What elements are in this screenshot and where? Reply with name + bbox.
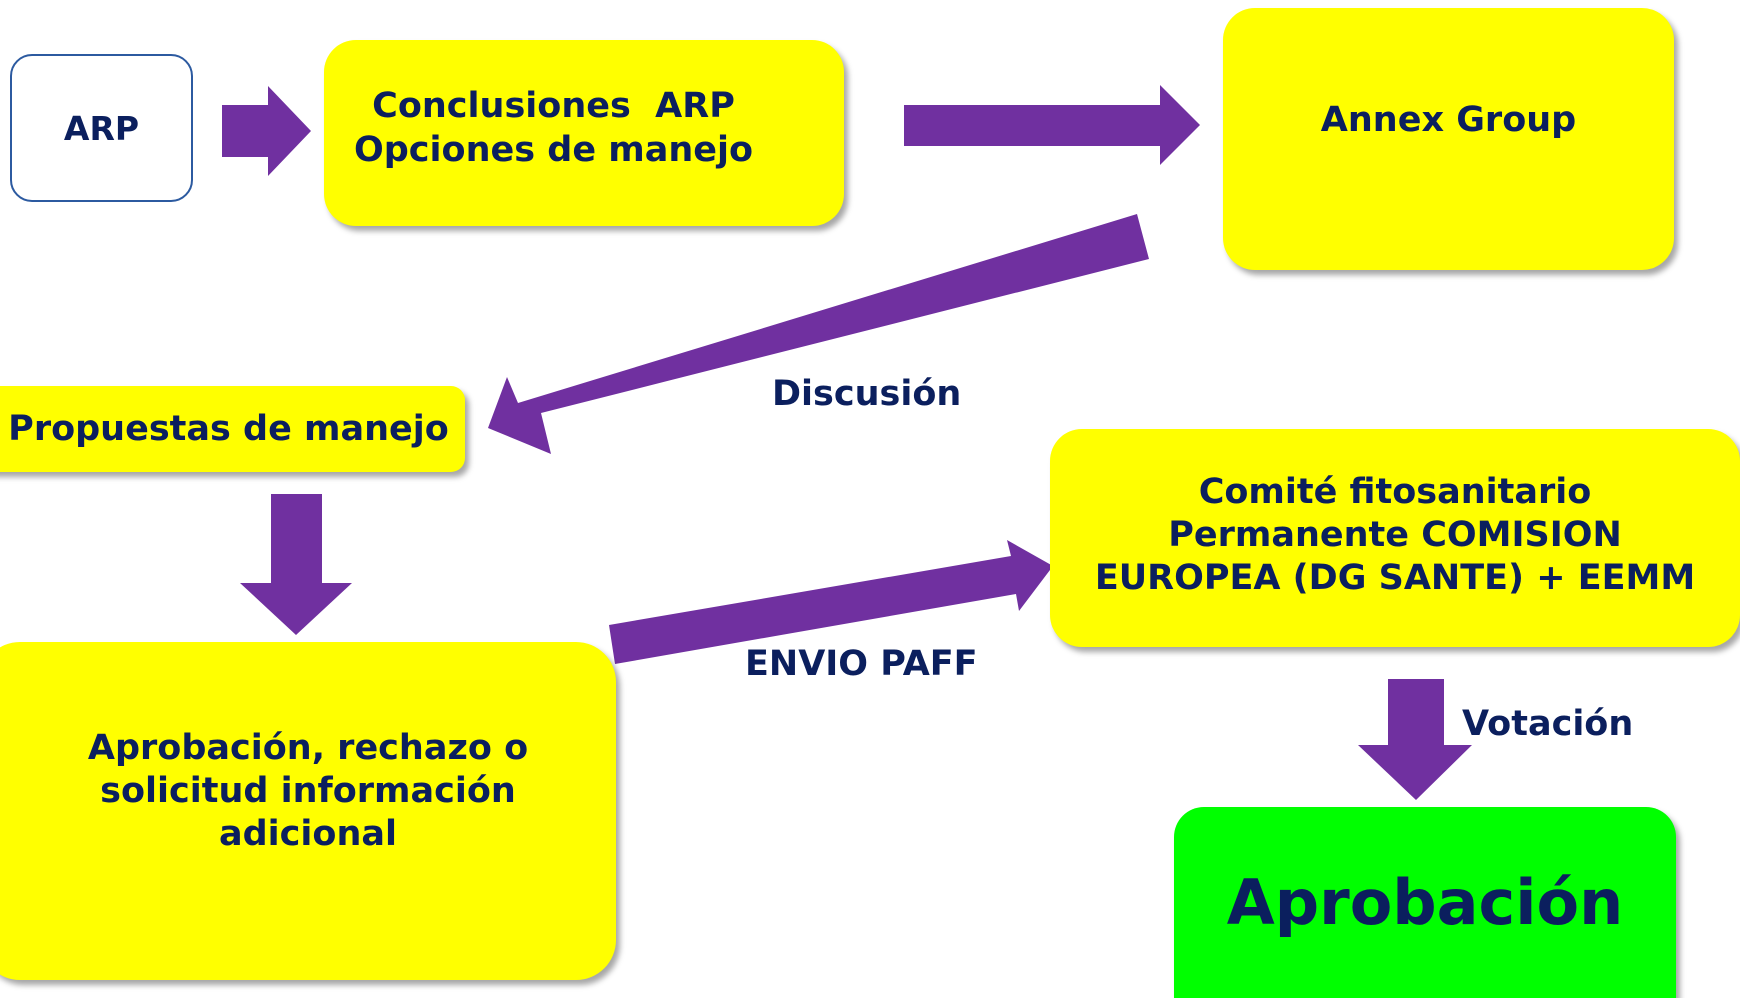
arrow-propuestas-to-decision xyxy=(240,494,352,635)
node-comite: Comité fitosanitario Permanente COMISION… xyxy=(1050,429,1740,647)
node-aprobacion: Aprobación xyxy=(1174,807,1676,998)
node-comite-line3: EUROPEA (DG SANTE) + EEMM xyxy=(1094,557,1696,598)
node-arp: ARP xyxy=(10,54,193,202)
edge-label-discusion: Discusión xyxy=(772,374,962,414)
node-annex-group-label: Annex Group xyxy=(1320,100,1577,140)
node-propuestas-label: Propuestas de manejo xyxy=(8,409,449,449)
node-propuestas: Propuestas de manejo xyxy=(0,386,465,472)
node-conclusiones: Conclusiones ARP Opciones de manejo xyxy=(324,40,844,226)
node-comite-line1: Comité fitosanitario xyxy=(1198,471,1592,512)
arrow-arp-to-conclusiones xyxy=(222,86,311,176)
arrow-comite-to-aprobacion xyxy=(1358,679,1472,800)
node-conclusiones-line1: Conclusiones ARP xyxy=(372,86,735,126)
edge-label-votacion: Votación xyxy=(1462,704,1634,744)
node-decision-line1: Aprobación, rechazo o xyxy=(87,727,529,768)
node-annex-group: Annex Group xyxy=(1223,8,1674,270)
node-aprobacion-label: Aprobación xyxy=(1226,866,1624,939)
node-decision-line3: adicional xyxy=(218,813,397,854)
arrow-conclusiones-to-annex xyxy=(904,85,1200,165)
node-arp-label: ARP xyxy=(63,108,140,148)
node-conclusiones-line2: Opciones de manejo xyxy=(354,130,754,170)
arrow-decision-to-comite xyxy=(609,540,1053,664)
edge-label-envio-paff: ENVIO PAFF xyxy=(745,644,978,684)
node-decision: Aprobación, rechazo o solicitud informac… xyxy=(0,642,616,980)
arrow-annex-to-propuestas xyxy=(488,214,1149,454)
node-decision-line2: solicitud información xyxy=(100,770,516,811)
node-comite-line2: Permanente COMISION xyxy=(1168,514,1622,555)
